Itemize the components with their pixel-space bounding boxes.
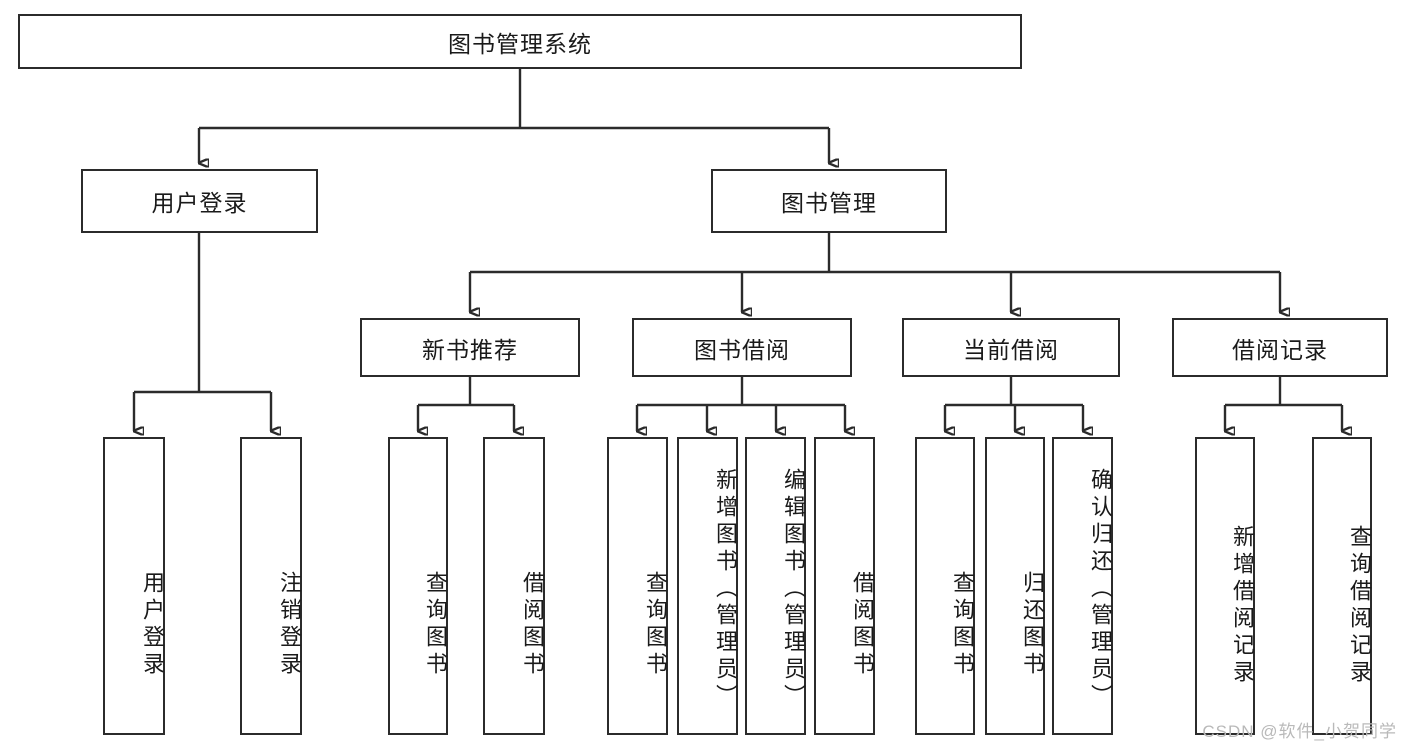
node-book-borrow[interactable]: 图书借阅: [632, 318, 852, 377]
node-label: 借阅图书: [520, 571, 545, 679]
leaf-query-book-borrow[interactable]: 查询图书: [607, 437, 668, 735]
node-label: 编辑图书（管理员）: [781, 467, 806, 711]
leaf-query-borrow-record[interactable]: 查询借阅记录: [1312, 437, 1372, 735]
node-borrow-records[interactable]: 借阅记录: [1172, 318, 1388, 377]
leaf-add-book-admin[interactable]: 新增图书（管理员）: [677, 437, 738, 735]
node-label: 新增图书（管理员）: [713, 467, 738, 711]
node-label: 查询借阅记录: [1347, 525, 1372, 687]
leaf-return-book[interactable]: 归还图书: [985, 437, 1045, 735]
node-label: 新书推荐: [422, 336, 518, 363]
node-label: 借阅记录: [1232, 336, 1328, 363]
node-label: 当前借阅: [963, 336, 1059, 363]
node-label: 查询图书: [423, 571, 448, 679]
leaf-borrow-book-recommend[interactable]: 借阅图书: [483, 437, 545, 735]
node-label: 查询图书: [643, 571, 668, 679]
node-label: 用户登录: [151, 190, 248, 216]
node-label: 确认归还（管理员）: [1088, 467, 1113, 711]
node-label: 注销登录: [277, 571, 302, 679]
leaf-query-book-recommend[interactable]: 查询图书: [388, 437, 448, 735]
leaf-add-borrow-record[interactable]: 新增借阅记录: [1195, 437, 1255, 735]
node-label: 用户登录: [140, 571, 165, 679]
leaf-confirm-return-admin[interactable]: 确认归还（管理员）: [1052, 437, 1113, 735]
node-label: 图书借阅: [694, 336, 790, 363]
node-label: 图书管理系统: [448, 30, 592, 57]
node-current-borrow[interactable]: 当前借阅: [902, 318, 1120, 377]
node-user-login[interactable]: 用户登录: [81, 169, 318, 233]
leaf-logout-login[interactable]: 注销登录: [240, 437, 302, 735]
node-book-management[interactable]: 图书管理: [711, 169, 947, 233]
node-new-book-recommend[interactable]: 新书推荐: [360, 318, 580, 377]
node-root-book-management-system[interactable]: 图书管理系统: [18, 14, 1022, 69]
leaf-user-login[interactable]: 用户登录: [103, 437, 165, 735]
node-label: 新增借阅记录: [1230, 525, 1255, 687]
node-label: 图书管理: [781, 190, 877, 216]
leaf-query-book-current[interactable]: 查询图书: [915, 437, 975, 735]
node-label: 借阅图书: [850, 571, 875, 679]
node-label: 归还图书: [1020, 571, 1045, 679]
csdn-watermark: CSDN @软件_小贺同学: [1202, 722, 1397, 741]
leaf-edit-book-admin[interactable]: 编辑图书（管理员）: [745, 437, 806, 735]
leaf-borrow-book[interactable]: 借阅图书: [814, 437, 875, 735]
node-label: 查询图书: [950, 571, 975, 679]
